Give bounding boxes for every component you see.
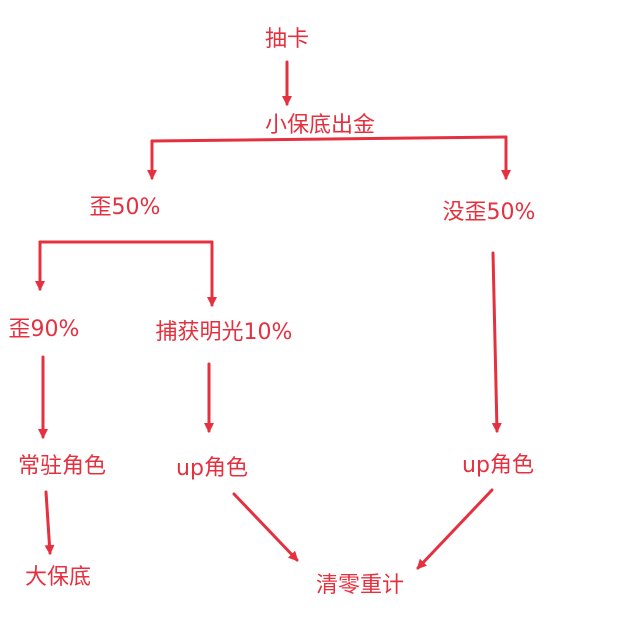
node-reset: 清零重计	[316, 573, 404, 598]
edge-up-right-to-reset	[416, 488, 494, 570]
edges	[35, 60, 511, 570]
node-big-pity: 大保底	[25, 565, 91, 590]
node-lose-5050: 歪50%	[90, 195, 161, 220]
node-small-pity: 小保底出金	[265, 113, 375, 138]
edge-win5050-to-up-right	[491, 251, 502, 433]
node-capture-light: 捕获明光10%	[156, 320, 293, 345]
node-up-char-left: up角色	[176, 456, 248, 481]
node-standard-char: 常驻角色	[18, 454, 106, 479]
edge-up-left-to-reset	[232, 492, 299, 562]
nodes: 抽卡 小保底出金 歪50% 没歪50% 歪90% 捕获明光10% 常驻角色 up…	[9, 27, 536, 598]
edge-standard-to-big-pity	[44, 490, 55, 555]
edge-split-bar-top	[150, 135, 508, 143]
node-win-5050: 没歪50%	[443, 200, 536, 225]
node-lose-90: 歪90%	[9, 317, 80, 342]
node-draw: 抽卡	[265, 27, 309, 52]
node-up-char-right: up角色	[462, 453, 534, 478]
